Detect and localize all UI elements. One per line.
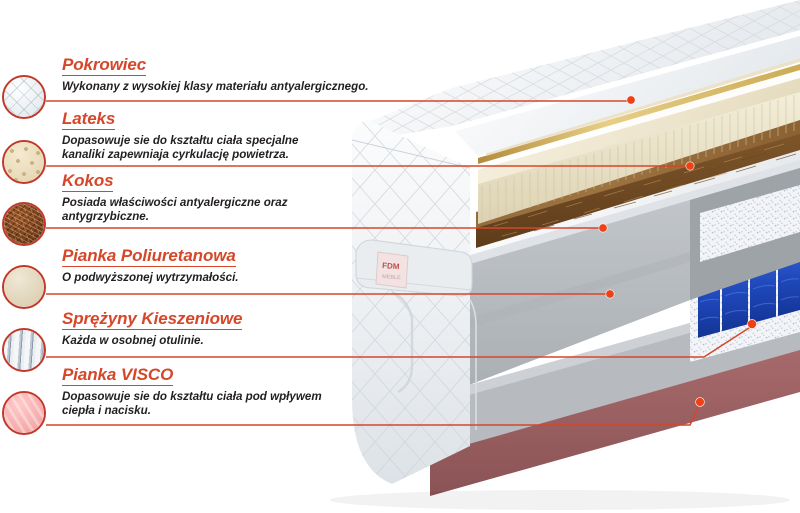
callout-description-pianka-visco: Dopasowuje sie do kształtu ciała pod wpł… bbox=[62, 389, 322, 418]
callout-lateks: Lateks Dopasowuje sie do kształtu ciała … bbox=[62, 110, 298, 163]
swatch-quilted-cover bbox=[2, 75, 46, 119]
callout-kokos: Kokos Posiada właściwości antyalergiczne… bbox=[62, 172, 288, 225]
swatch-polyurethane-foam bbox=[2, 265, 46, 309]
callout-sprezyny-kieszeniowe: Sprężyny Kieszeniowe Każda w osobnej otu… bbox=[62, 310, 242, 348]
svg-text:FDM: FDM bbox=[382, 261, 400, 271]
swatch-coconut bbox=[2, 202, 46, 246]
callout-description-lateks: Dopasowuje sie do kształtu ciała specjal… bbox=[62, 133, 299, 162]
callout-heading-pianka-visco: Pianka VISCO bbox=[62, 365, 174, 386]
callout-description-kokos: Posiada właściwości antyalergiczne oraz … bbox=[62, 195, 288, 224]
callout-heading-lateks: Lateks bbox=[62, 109, 116, 130]
callout-heading-pianka-poliuretanowa: Pianka Poliuretanowa bbox=[62, 246, 236, 267]
callout-description-sprezyny-kieszeniowe: Każda w osobnej otulinie. bbox=[62, 333, 204, 347]
callout-heading-kokos: Kokos bbox=[62, 171, 114, 192]
layer-cover-top bbox=[368, 0, 800, 140]
svg-text:MEBLE: MEBLE bbox=[382, 274, 401, 281]
callout-description-pokrowiec: Wykonany z wysokiej klasy materiału anty… bbox=[62, 79, 369, 93]
callout-description-pianka-poliuretanowa: O podwyższonej wytrzymałości. bbox=[62, 270, 239, 284]
callout-heading-sprezyny-kieszeniowe: Sprężyny Kieszeniowe bbox=[62, 309, 243, 330]
swatch-visco-foam bbox=[2, 391, 46, 435]
swatch-pocket-springs bbox=[2, 328, 46, 372]
brand-tag: FDM MEBLE bbox=[375, 251, 409, 289]
swatch-latex bbox=[2, 140, 46, 184]
callout-pianka-visco: Pianka VISCO Dopasowuje sie do kształtu … bbox=[62, 366, 322, 419]
callout-heading-pokrowiec: Pokrowiec bbox=[62, 55, 147, 76]
cover-flap-and-gold-trim bbox=[452, 32, 800, 172]
layer-coconut bbox=[476, 118, 800, 248]
callout-pokrowiec: Pokrowiec Wykonany z wysokiej klasy mate… bbox=[62, 56, 369, 94]
layer-cover-front bbox=[351, 120, 477, 484]
callout-pianka-poliuretanowa: Pianka Poliuretanowa O podwyższonej wytr… bbox=[62, 247, 239, 285]
